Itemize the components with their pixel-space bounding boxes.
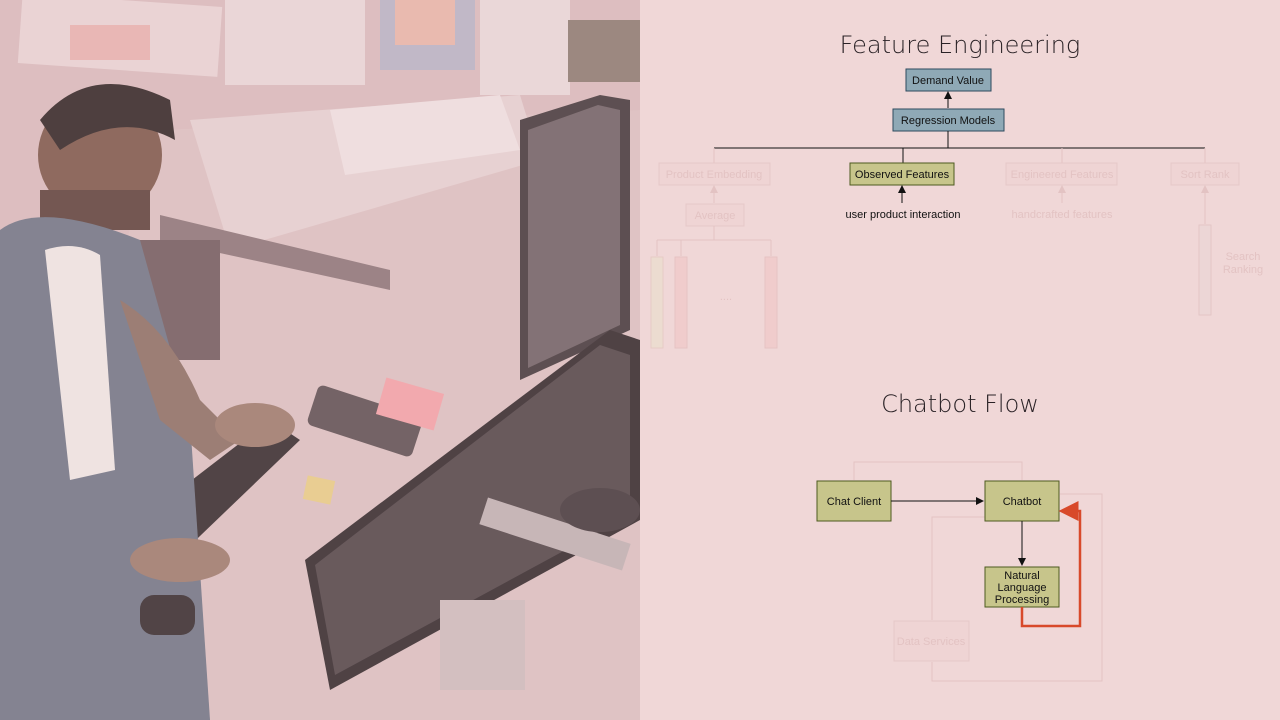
average-node: Average — [685, 203, 745, 227]
nlp-label-line1: Natural — [1004, 570, 1039, 582]
regression-models-node: Regression Models — [892, 108, 1005, 132]
observed-caption: user product interaction — [846, 209, 961, 221]
arrow-nlp-to-chatbot — [1020, 501, 1082, 628]
nlp-label-line2: Language — [998, 582, 1047, 594]
search-ranking-line1: Search — [1226, 251, 1261, 263]
demand-value-node: Demand Value — [905, 68, 992, 92]
product-embedding-label: Product Embedding — [666, 169, 763, 181]
search-ranking-vector — [1198, 224, 1212, 316]
chatbot-node: Chatbot — [984, 480, 1060, 522]
regression-models-label: Regression Models — [901, 115, 996, 127]
demand-value-label: Demand Value — [912, 75, 984, 87]
embedding-vector-2 — [674, 256, 688, 349]
nlp-label-line3: Processing — [995, 594, 1049, 606]
search-ranking-line2: Ranking — [1223, 264, 1263, 276]
sort-rank-label: Sort Rank — [1181, 169, 1230, 181]
chatbot-flow-title: Chatbot Flow — [881, 390, 1039, 418]
engineered-features-node: Engineered Features — [1005, 162, 1118, 186]
faint-loop-data-services-chatbot — [931, 493, 1103, 682]
observed-features-label: Observed Features — [855, 169, 950, 181]
observed-features-node: Observed Features — [849, 162, 955, 186]
average-label: Average — [695, 210, 736, 222]
feature-engineering-title: Feature Engineering — [840, 31, 1081, 59]
embedding-vector-1 — [650, 256, 664, 349]
nlp-node: Natural Language Processing — [984, 566, 1060, 608]
embedding-vector-3 — [764, 256, 778, 349]
data-services-node: Data Services — [893, 620, 970, 662]
engineered-features-label: Engineered Features — [1011, 169, 1114, 181]
product-embedding-node: Product Embedding — [658, 162, 771, 186]
data-services-label: Data Services — [897, 636, 966, 648]
faint-loop-client-chatbot — [853, 461, 1023, 480]
engineered-caption: handcrafted features — [1012, 209, 1113, 221]
chat-client-label: Chat Client — [827, 496, 881, 508]
diagram-panel: Feature Engineering Demand Value Regress… — [640, 0, 1280, 720]
office-photo — [0, 0, 640, 720]
chatbot-label: Chatbot — [1003, 496, 1042, 508]
diagram-canvas: Feature Engineering Demand Value Regress… — [650, 31, 1263, 682]
embedding-ellipsis: .... — [720, 291, 732, 303]
sort-rank-node: Sort Rank — [1170, 162, 1240, 186]
chat-client-node: Chat Client — [816, 480, 892, 522]
